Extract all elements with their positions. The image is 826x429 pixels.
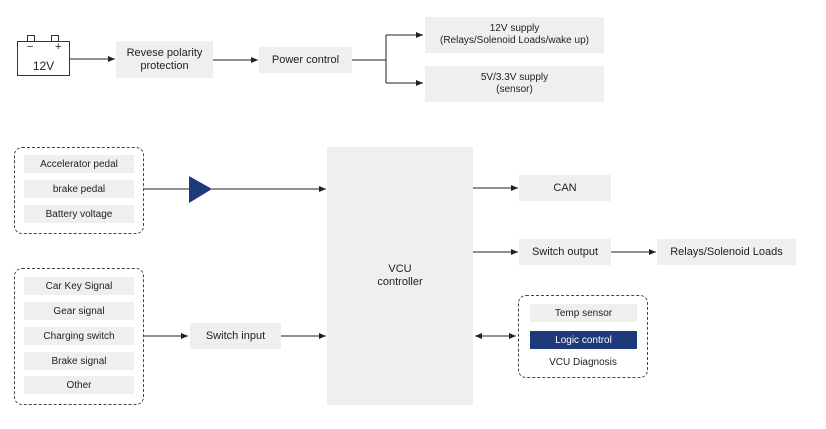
vcu-controller-box: VCU controller xyxy=(327,147,473,405)
list-item: Brake signal xyxy=(24,352,134,370)
vcu-diagnosis-group xyxy=(518,295,648,378)
list-item: Accelerator pedal xyxy=(24,155,134,173)
battery-terminal-negative xyxy=(27,35,35,41)
relays-loads-box: Relays/Solenoid Loads xyxy=(657,239,796,265)
list-item: Other xyxy=(24,376,134,394)
power-control-box: Power control xyxy=(259,47,352,73)
battery-minus-sign: − xyxy=(27,41,34,53)
list-item: Gear signal xyxy=(24,302,134,320)
battery-label: 12V xyxy=(32,59,55,73)
list-item: Car Key Signal xyxy=(24,277,134,295)
reverse-polarity-box: Revese polarity protection xyxy=(116,41,213,78)
temp-sensor-item: Temp sensor xyxy=(530,304,637,322)
vcu-diagnosis-label: VCU Diagnosis xyxy=(549,357,617,368)
supply-12v-box: 12V supply (Relays/Solenoid Loads/wake u… xyxy=(425,17,604,53)
switch-signal-group xyxy=(14,268,144,405)
switch-input-box: Switch input xyxy=(190,323,281,349)
switch-output-box: Switch output xyxy=(519,239,611,265)
list-item: Battery voltage xyxy=(24,205,134,223)
logic-control-item: Logic control xyxy=(530,331,637,349)
analog-input-group xyxy=(14,147,144,234)
amplifier-triangle-icon xyxy=(189,176,212,203)
list-item: Charging switch xyxy=(24,327,134,345)
battery-icon: 12V − + xyxy=(17,41,70,76)
battery-plus-sign: + xyxy=(55,41,62,53)
can-box: CAN xyxy=(519,175,611,201)
battery-terminal-positive xyxy=(51,35,59,41)
list-item: brake pedal xyxy=(24,180,134,198)
supply-5v-box: 5V/3.3V supply (sensor) xyxy=(425,66,604,102)
